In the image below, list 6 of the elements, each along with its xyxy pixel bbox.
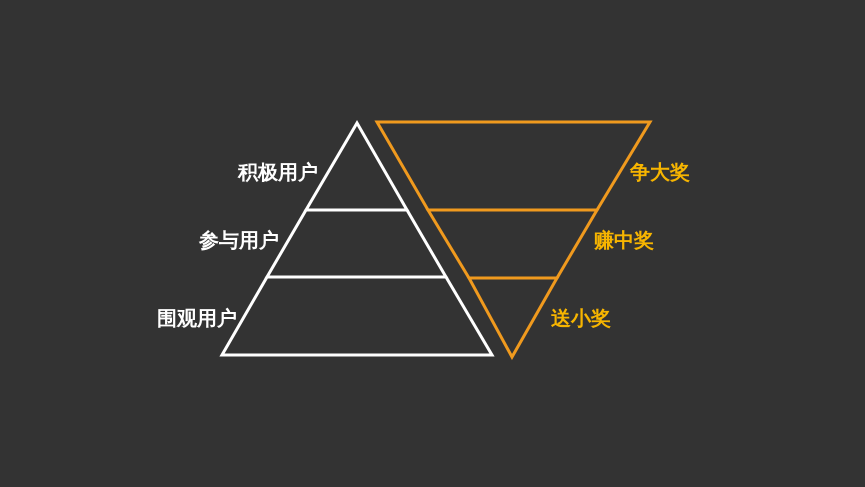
tier-label: 送小奖 bbox=[551, 306, 611, 330]
tier-label: 参与用户 bbox=[199, 228, 279, 252]
tier-label: 围观用户 bbox=[157, 306, 237, 330]
tier-label: 积极用户 bbox=[238, 160, 318, 184]
tier-label: 赚中奖 bbox=[594, 228, 654, 252]
tier-label: 争大奖 bbox=[630, 160, 690, 184]
